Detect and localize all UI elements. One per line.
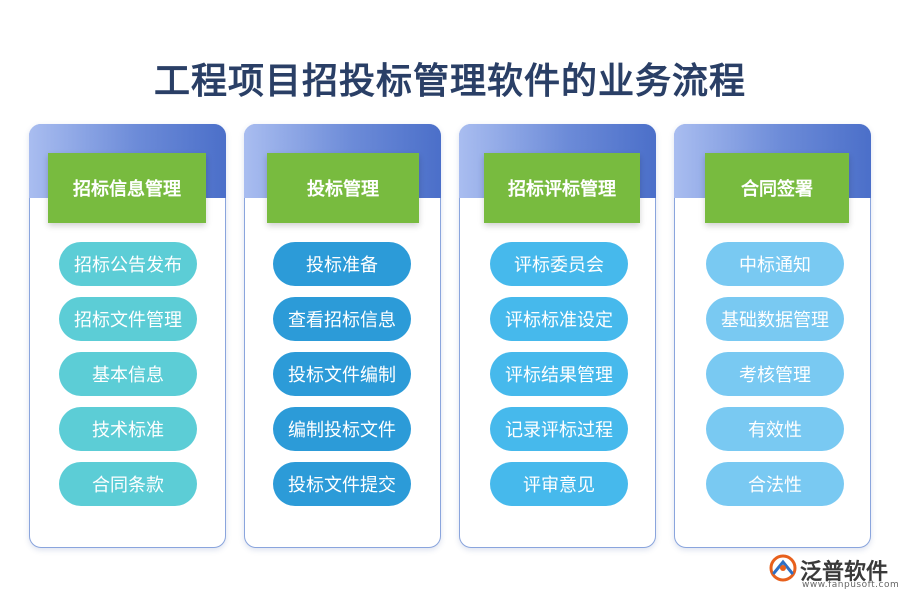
process-step: 编制投标文件	[273, 407, 411, 451]
process-step: 投标文件编制	[273, 352, 411, 396]
process-step: 技术标准	[59, 407, 197, 451]
column-bid-info-management: 招标信息管理 招标公告发布 招标文件管理 基本信息 技术标准 合同条款	[29, 124, 226, 548]
process-step: 招标公告发布	[59, 242, 197, 286]
column-header: 招标信息管理	[48, 153, 206, 223]
column-header: 投标管理	[267, 153, 419, 223]
brand-logo: 泛普软件 www.fanpusoft.com	[768, 552, 899, 590]
process-step: 基本信息	[59, 352, 197, 396]
process-step: 有效性	[706, 407, 844, 451]
process-step: 评标委员会	[490, 242, 628, 286]
process-step: 查看招标信息	[273, 297, 411, 341]
brand-name: 泛普软件	[800, 560, 889, 585]
column-contract-signing: 合同签署 中标通知 基础数据管理 考核管理 有效性 合法性	[674, 124, 871, 548]
process-step: 评审意见	[490, 462, 628, 506]
process-step: 投标准备	[273, 242, 411, 286]
process-step: 考核管理	[706, 352, 844, 396]
brand-url: www.fanpusoft.com	[802, 580, 900, 590]
column-header: 招标评标管理	[484, 153, 640, 223]
process-step: 招标文件管理	[59, 297, 197, 341]
page-title: 工程项目招投标管理软件的业务流程	[153, 60, 746, 102]
process-step: 投标文件提交	[273, 462, 411, 506]
process-step: 合法性	[706, 462, 844, 506]
column-bidding-management: 投标管理 投标准备 查看招标信息 投标文件编制 编制投标文件 投标文件提交	[244, 124, 441, 548]
process-step: 记录评标过程	[490, 407, 628, 451]
process-step: 合同条款	[59, 462, 197, 506]
column-header: 合同签署	[705, 153, 849, 223]
column-evaluation-management: 招标评标管理 评标委员会 评标标准设定 评标结果管理 记录评标过程 评审意见	[459, 124, 656, 548]
process-step: 评标标准设定	[490, 297, 628, 341]
fanpu-logo-icon	[769, 554, 797, 582]
process-step: 中标通知	[706, 242, 844, 286]
process-step: 基础数据管理	[706, 297, 844, 341]
process-step: 评标结果管理	[490, 352, 628, 396]
